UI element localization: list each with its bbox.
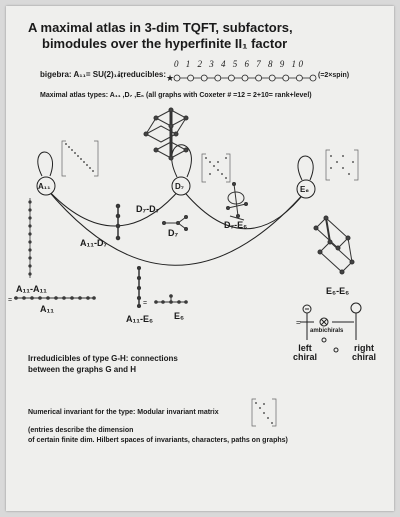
node-e6-label: E₆	[300, 185, 309, 194]
title-line-2: bimodules over the hyperfinite II₁ facto…	[42, 36, 288, 51]
irreducibles-gh-line-1: Irredudicibles of type G-H: connections	[28, 354, 178, 363]
arc-d7-e6	[180, 187, 307, 230]
node-a11-circle	[36, 176, 56, 196]
graph-d7-small	[162, 215, 188, 231]
chirality-legend	[300, 302, 362, 353]
label-d7: D₇	[168, 228, 179, 238]
page: ★	[6, 6, 394, 511]
node-d7-circle	[171, 176, 191, 196]
svg-text:★: ★	[166, 74, 174, 84]
graph-a11-a11	[28, 198, 32, 278]
arc-a11-e6	[45, 187, 307, 266]
loop-d7	[171, 144, 192, 178]
spin-digits: 0 1 2 3 4 5 6 7 8 9 10	[174, 59, 306, 69]
matrix-a11-dots	[65, 143, 94, 172]
graph-d7-e6	[226, 182, 248, 221]
graph-a11-d7	[115, 203, 121, 241]
maximal-atlas-types: Maximal atlas types: A₁₁ ,D₇ ,E₆ (all gr…	[40, 92, 312, 99]
matrix-e6	[325, 149, 359, 181]
matrix-e6-dots	[330, 155, 354, 175]
numerical-line-1: Numerical invariant for the type: Modula…	[28, 409, 219, 416]
node-e6-circle	[296, 179, 316, 199]
graph-d7-d7	[143, 107, 189, 161]
matrix-legend	[251, 398, 277, 427]
label-a11-a11: A₁₁-A₁₁	[16, 284, 47, 294]
label-d7-e6: D₇-E₆	[224, 220, 248, 230]
svg-text:=: =	[296, 318, 301, 327]
label-e6-e6: E₆-E₆	[326, 286, 350, 296]
matrix-d7	[201, 153, 231, 183]
label-a11-e6: A₁₁-E₆	[126, 314, 154, 324]
graph-a11-e6	[136, 265, 142, 309]
loop-a11	[37, 151, 53, 177]
numerical-line-2: (entries describe the dimension	[28, 427, 134, 434]
graph-a11	[14, 296, 96, 300]
node-d7-label: D₇	[175, 182, 184, 191]
title-line-1: A maximal atlas in 3-dim TQFT, subfactor…	[28, 20, 293, 35]
irreducibles-chain	[173, 74, 317, 82]
label-d7-d7: D₇-D₇	[136, 204, 160, 214]
loop-e6	[297, 155, 314, 181]
irreducibles-gh-line-2: between the graphs G and H	[28, 365, 137, 374]
arc-a11-d7	[45, 187, 182, 227]
legend-right-chiral: right chiral	[351, 343, 376, 362]
matrix-a11	[61, 140, 99, 177]
graph-e6-small	[154, 294, 188, 304]
bigebra-label: bigebra: A₁₁= SU(2)₁₀;	[40, 70, 124, 79]
irreducibles-label: irreducibles:	[118, 70, 167, 79]
graph-e6-e6	[313, 215, 355, 275]
label-a11: A₁₁	[40, 304, 54, 314]
numerical-line-3: of certain finite dim. Hilbert spaces of…	[28, 437, 288, 444]
svg-text:=: =	[143, 300, 147, 307]
svg-text:=: =	[8, 297, 12, 304]
legend-ambichirals: ambichirals	[310, 328, 344, 334]
atlas-diagram: ★	[8, 74, 362, 427]
label-a11-d7: A₁₁-D₇	[80, 238, 108, 248]
legend-left-chiral: left chiral	[292, 343, 317, 362]
matrix-d7-dots	[205, 157, 227, 179]
spin-note: (=2×spin)	[318, 72, 350, 79]
label-e6: E₆	[174, 311, 185, 321]
matrix-legend-dots	[255, 402, 273, 424]
node-a11-label: A₁₁	[38, 182, 51, 191]
